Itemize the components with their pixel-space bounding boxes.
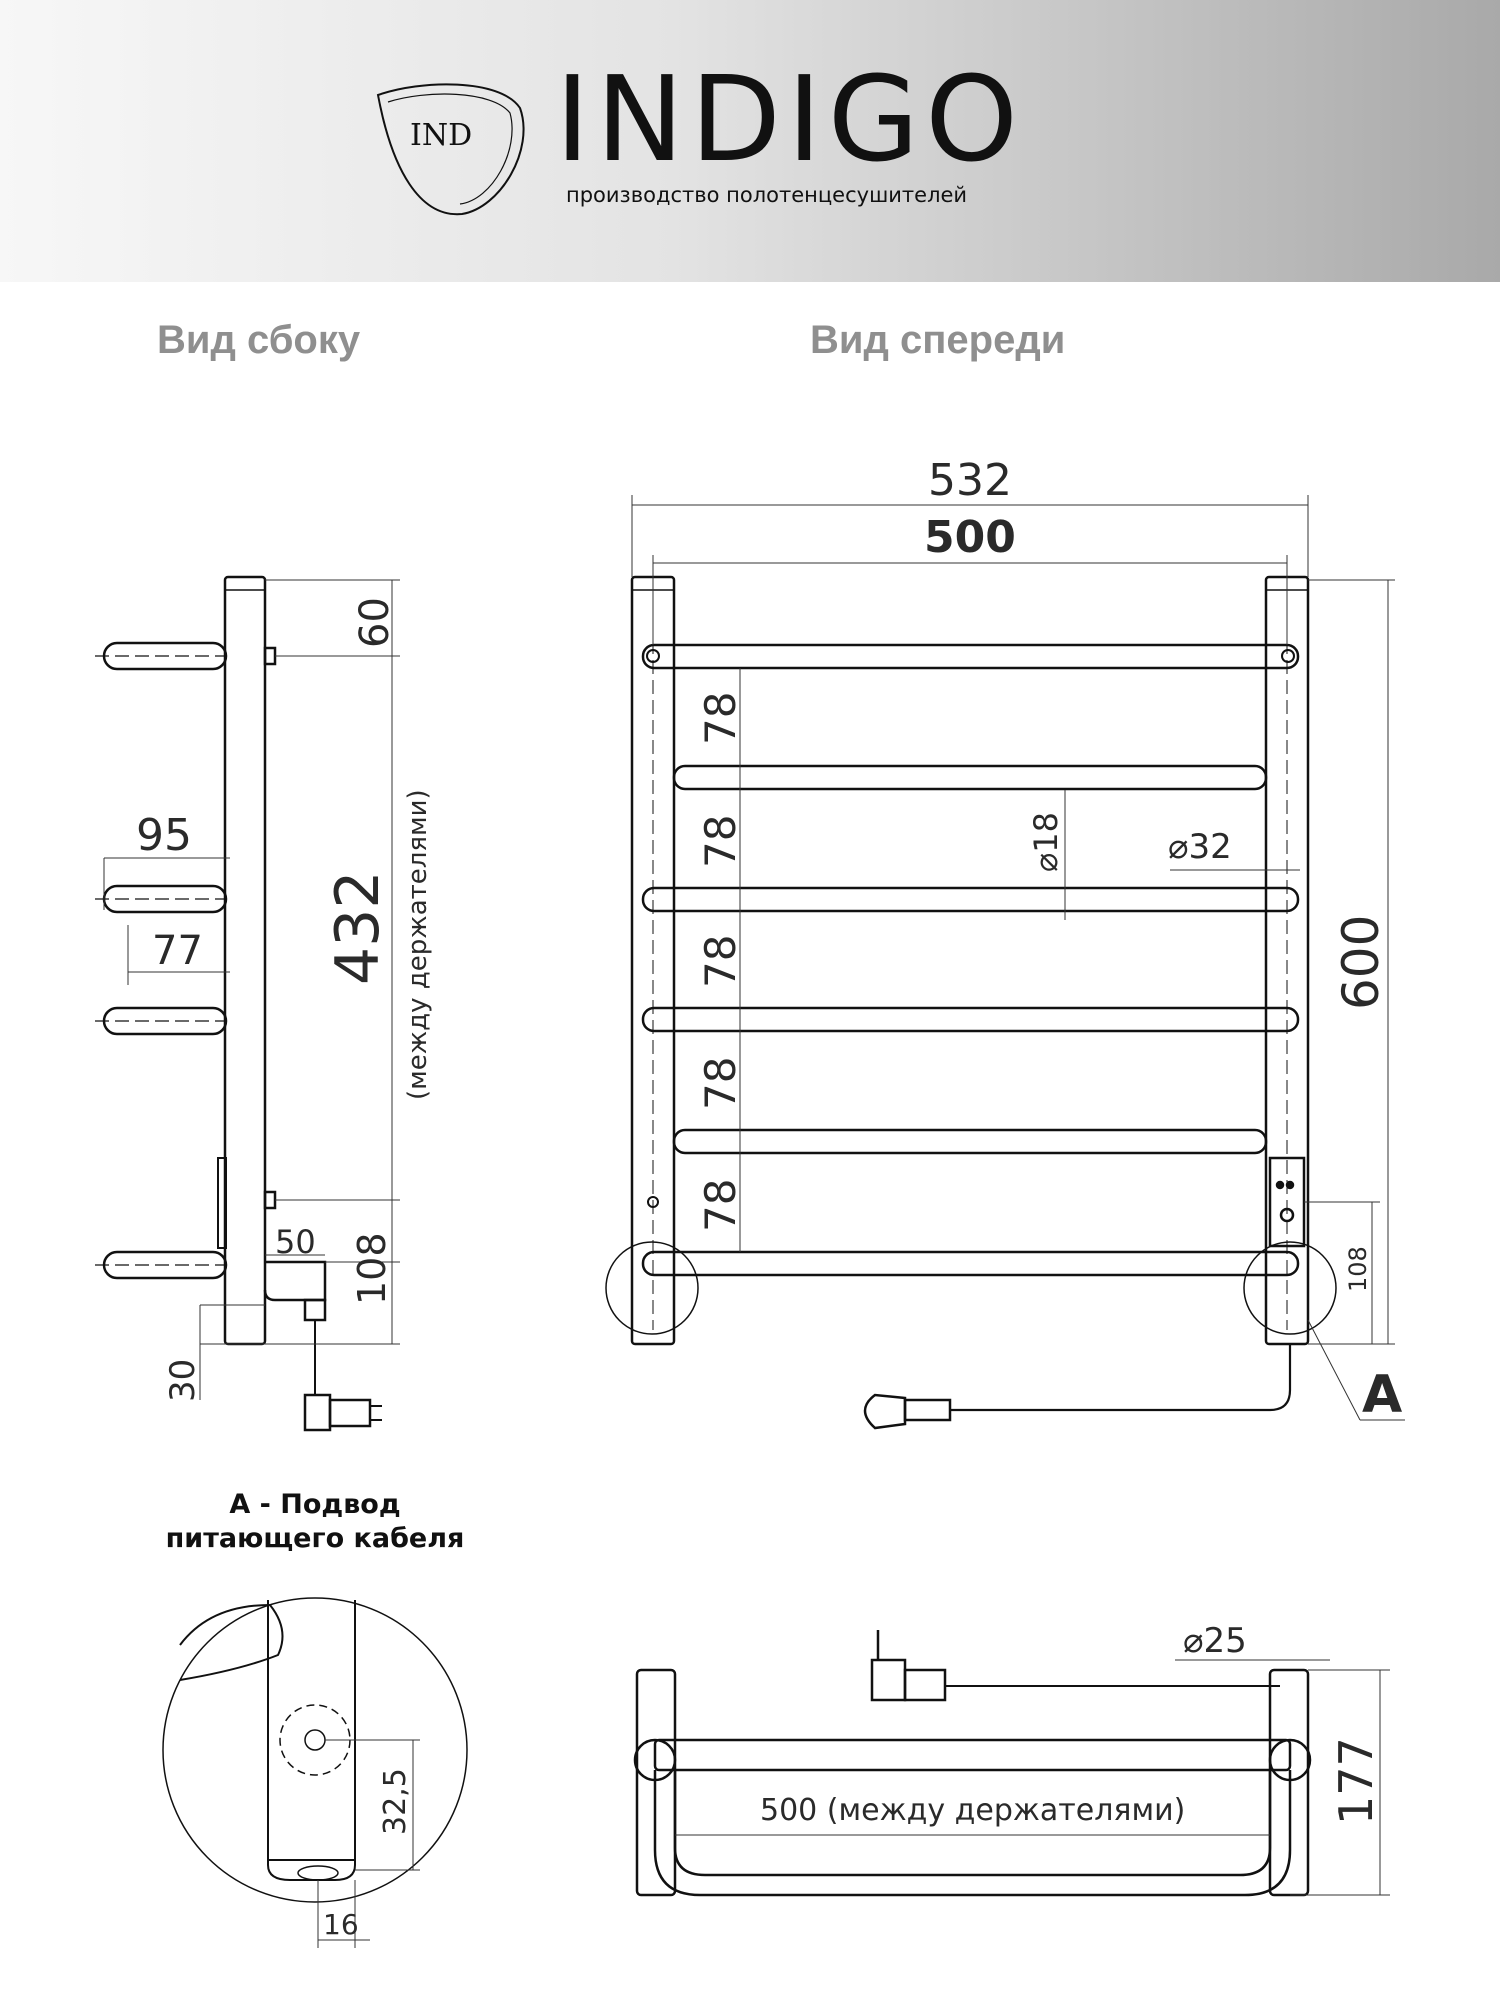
brand-logo: IND <box>376 83 525 216</box>
top-dim-between-holders: 500 (между держателями) <box>760 1793 1185 1828</box>
side-post <box>223 575 267 1346</box>
side-dim-bottom: 108 <box>350 1232 394 1305</box>
front-dim-step-3: 78 <box>696 935 745 988</box>
front-dim-bottom: 108 <box>1344 1246 1372 1292</box>
side-bracket <box>95 1006 228 1036</box>
side-dim-cable: 30 <box>163 1359 203 1402</box>
front-dim-height: 600 <box>1332 915 1390 1010</box>
detail-title-line-1: A - Подвод <box>229 1489 401 1520</box>
side-bracket <box>95 641 228 671</box>
side-bracket <box>95 884 228 914</box>
side-dim-depth-inner: 77 <box>152 928 203 974</box>
side-dim-heater-offset: 50 <box>275 1223 316 1261</box>
front-dim-step-4: 78 <box>696 1057 745 1110</box>
side-dim-between-holders: 432 <box>323 870 393 985</box>
rung <box>672 1128 1268 1155</box>
front-dim-width-outer: 532 <box>928 455 1012 506</box>
side-dim-between-holders-note: (между держателями) <box>403 789 433 1100</box>
rung <box>641 886 1300 913</box>
front-view-title: Вид спереди <box>810 318 1066 362</box>
top-dim-diameter: ⌀25 <box>1183 1621 1247 1661</box>
front-dim-width-holders: 500 <box>924 512 1016 563</box>
front-dim-step-1: 78 <box>696 692 745 745</box>
rung <box>641 1006 1300 1033</box>
detail-a-dimensions <box>317 1739 420 1948</box>
rung <box>641 643 1300 670</box>
front-dim-step-5: 78 <box>696 1179 745 1232</box>
rung <box>672 764 1268 791</box>
side-dim-depth-outer: 95 <box>136 810 192 861</box>
top-dim-depth: 177 <box>1329 1737 1383 1825</box>
front-dim-bar-diameter: ⌀18 <box>1027 812 1065 872</box>
brand-header <box>0 0 1500 282</box>
top-view-drawing <box>633 1630 1312 1897</box>
detail-view-title: A - Подвод питающего кабеля <box>120 1488 510 1556</box>
front-dim-step-2: 78 <box>696 815 745 868</box>
side-bracket <box>95 1250 228 1280</box>
front-dim-post-diameter: ⌀32 <box>1168 827 1232 867</box>
logo-monogram: IND <box>410 118 472 153</box>
side-view-title: Вид сбоку <box>157 318 361 362</box>
detail-a-drawing <box>162 1597 468 1903</box>
side-view-drawing <box>95 575 382 1432</box>
front-view-dimensions <box>631 495 1405 1421</box>
detail-callout-label: A <box>1362 1365 1402 1425</box>
detail-title-line-2: питающего кабеля <box>165 1523 465 1554</box>
front-view-drawing <box>605 575 1337 1430</box>
side-view-dimensions <box>103 579 400 1400</box>
side-dim-top: 60 <box>352 597 398 648</box>
brand-tagline: производство полотенцесушителей <box>566 183 968 207</box>
rung <box>641 1250 1300 1277</box>
detail-dim-offset: 32,5 <box>378 1768 413 1835</box>
top-view-dimensions <box>675 1659 1390 1896</box>
detail-dim-width: 16 <box>323 1908 359 1941</box>
brand-name: INDIGO <box>555 50 1025 188</box>
